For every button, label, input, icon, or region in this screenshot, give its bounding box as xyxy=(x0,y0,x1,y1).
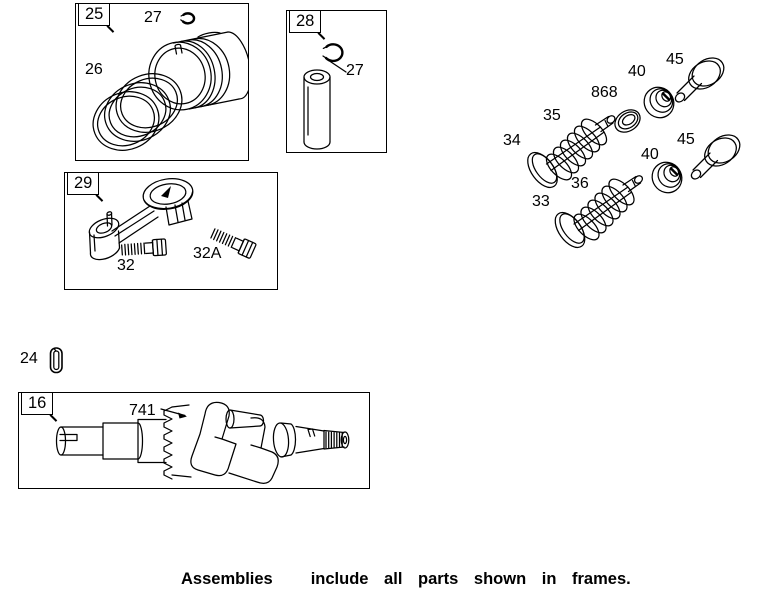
connecting-rod-drawing xyxy=(88,178,257,261)
label-seal: 868 xyxy=(591,84,618,101)
rotator-top-art xyxy=(637,80,681,125)
piston-pin-drawing xyxy=(303,43,347,150)
exhaust-valve-spring-art xyxy=(548,173,645,254)
frame-piston-assembly: 25 xyxy=(75,3,249,161)
label-timing-gear: 741 xyxy=(129,402,156,419)
label-screw-a: 32A xyxy=(193,245,222,262)
label-rotator-bottom: 40 xyxy=(641,146,659,163)
tappet-bottom-art xyxy=(688,128,746,182)
intake-valve-spring-art xyxy=(521,113,618,194)
label-intake-spring: 35 xyxy=(543,107,561,124)
rod-screw-art xyxy=(120,238,168,259)
pin-clip-icon xyxy=(322,43,344,63)
caption-rest: include all parts shown in frames. xyxy=(310,570,631,588)
frame-piston-pin-assembly: 28 27 xyxy=(286,10,387,153)
valvetrain-drawing xyxy=(521,51,746,254)
pin-clip-icon xyxy=(180,12,196,25)
ring-set-art xyxy=(92,73,183,151)
label-ring-set: 26 xyxy=(85,61,103,78)
label-intake-valve: 34 xyxy=(503,132,521,149)
leader-line xyxy=(327,59,347,73)
label-clip: 27 xyxy=(346,62,364,79)
crankshaft-art xyxy=(55,401,350,484)
label-tappet-bottom: 45 xyxy=(677,131,695,148)
label-key: 24 xyxy=(20,350,38,367)
frame-number-28: 28 xyxy=(289,10,322,33)
piston-pin-art xyxy=(303,69,331,150)
valvetrain-group xyxy=(495,50,747,255)
label-exhaust-spring: 36 xyxy=(571,175,589,192)
frame-number-25: 25 xyxy=(78,3,111,26)
label-screw: 32 xyxy=(117,257,135,274)
connecting-rod-art xyxy=(88,178,194,261)
piston-art xyxy=(148,31,248,111)
crankshaft-drawing xyxy=(55,401,350,484)
piston-and-rings-drawing xyxy=(92,12,248,151)
label-tappet-top: 45 xyxy=(666,51,684,68)
label-rotator-top: 40 xyxy=(628,63,646,80)
caption-lead-word: Assemblies xyxy=(181,570,273,588)
label-clip: 27 xyxy=(144,9,162,26)
frame-connecting-rod-assembly: 29 xyxy=(64,172,278,290)
leader-arrow xyxy=(160,408,187,419)
frame-number-16: 16 xyxy=(21,392,54,415)
valve-seal-art xyxy=(610,104,645,138)
frame-number-29: 29 xyxy=(67,172,100,195)
caption: Assemblies include all parts shown in fra… xyxy=(181,570,631,589)
key-drawing xyxy=(49,347,63,374)
label-exhaust-valve: 33 xyxy=(532,193,550,210)
frame-crankshaft-assembly: 16 xyxy=(18,392,370,489)
